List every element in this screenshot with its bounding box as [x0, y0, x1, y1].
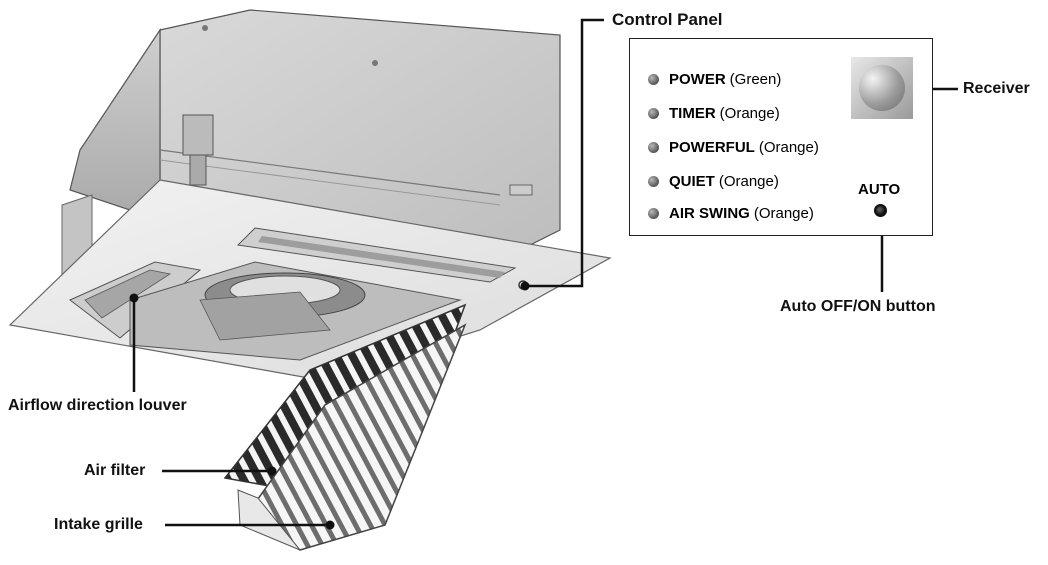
indicator-color: (Green)	[729, 71, 782, 88]
indicator-name: POWER	[669, 71, 726, 88]
quiet-led-icon	[648, 176, 659, 187]
intake-grille-graphic	[237, 323, 467, 551]
indicator-powerful: POWERFUL (Orange)	[648, 139, 819, 156]
leader-lines	[132, 18, 958, 527]
air-swing-led-icon	[648, 208, 659, 219]
auto-button[interactable]	[874, 204, 887, 217]
indicator-name: QUIET	[669, 173, 715, 190]
indicator-color: (Orange)	[718, 173, 779, 190]
air-filter-label: Air filter	[84, 462, 146, 479]
leader-control-panel	[525, 18, 604, 288]
indicator-air-swing: AIR SWING (Orange)	[648, 205, 814, 222]
receiver-sensor-icon	[859, 65, 905, 111]
power-led-icon	[648, 74, 659, 85]
control-panel: POWER (Green) TIMER (Orange) POWERFUL (O…	[629, 38, 933, 236]
receiver-window	[851, 57, 913, 119]
indicator-name: TIMER	[669, 105, 716, 122]
timer-led-icon	[648, 108, 659, 119]
indicator-color: (Orange)	[753, 205, 814, 222]
indicator-quiet: QUIET (Orange)	[648, 173, 779, 190]
indicator-power: POWER (Green)	[648, 71, 781, 88]
indicator-color: (Orange)	[758, 139, 819, 156]
control-panel-title: Control Panel	[612, 10, 723, 29]
auto-label: AUTO	[858, 181, 901, 198]
receiver-label: Receiver	[963, 80, 1030, 97]
indicator-name: POWERFUL	[669, 139, 755, 156]
indicator-color: (Orange)	[719, 105, 780, 122]
auto-button-callout: Auto OFF/ON button	[780, 298, 936, 315]
intake-grille-label: Intake grille	[54, 516, 143, 533]
indicator-name: AIR SWING	[669, 205, 750, 222]
powerful-led-icon	[648, 142, 659, 153]
indicator-timer: TIMER (Orange)	[648, 105, 780, 122]
louver-label: Airflow direction louver	[8, 397, 187, 414]
